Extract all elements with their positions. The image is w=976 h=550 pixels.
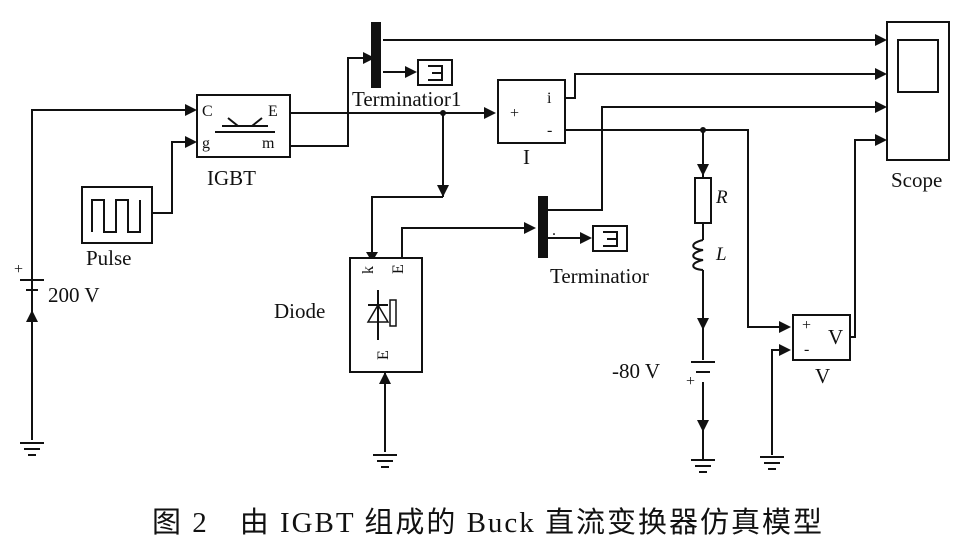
dc-source-80v[interactable]: + -80 V (612, 359, 715, 390)
source-200v-label: 200 V (48, 283, 100, 307)
dc-source-200v[interactable]: + 200 V (14, 261, 100, 307)
resistor-label: R (715, 187, 728, 208)
scope-block[interactable]: Scope (886, 21, 950, 192)
current-meter-i-port: i (547, 90, 552, 107)
bus-2-dot: . (552, 222, 556, 239)
figure-caption: 图 2 由 IGBT 组成的 Buck 直流变换器仿真模型 (152, 506, 824, 539)
igbt-port-c: C (202, 103, 213, 120)
terminator-1-label: Terminatior1 (352, 87, 461, 111)
diode-label: Diode (274, 299, 325, 323)
arrowheads (26, 34, 887, 432)
igbt-title: IGBT (207, 166, 256, 190)
inductor-label: L (715, 244, 727, 265)
inductor-l[interactable]: L (692, 239, 727, 271)
scope-label: Scope (891, 168, 942, 192)
ground-voltmeter (760, 456, 784, 470)
diode-port-k: k (360, 266, 377, 274)
wires (31, 39, 875, 460)
pulse-label: Pulse (86, 246, 132, 270)
terminator-1[interactable]: Terminatior1 (352, 59, 461, 111)
igbt-port-g: g (202, 135, 210, 152)
voltage-meter[interactable]: + - V V (792, 314, 851, 388)
ground-diode (373, 454, 397, 468)
bus-selector-1[interactable] (371, 22, 381, 88)
bus-selector-2[interactable]: . (538, 196, 556, 258)
source-plus-sign: + (14, 261, 23, 278)
voltage-meter-plus: + (802, 317, 811, 334)
diode-port-e: E (390, 264, 407, 274)
terminator-2-label: Terminatior (550, 264, 649, 288)
igbt-block[interactable]: C E g m IGBT (196, 94, 291, 190)
igbt-port-e: E (268, 103, 278, 120)
ground-rl (691, 459, 715, 473)
voltage-meter-v-port: V (828, 325, 843, 349)
terminator-2[interactable]: Terminatior (550, 225, 649, 288)
source-80v-label: -80 V (612, 359, 660, 383)
current-meter-minus: - (547, 122, 552, 139)
current-meter-label: I (523, 145, 530, 169)
diode-port-e-lower: E (375, 350, 392, 360)
ground-200v (20, 442, 44, 456)
voltage-meter-label: V (815, 364, 830, 388)
pulse-generator[interactable]: Pulse (81, 186, 153, 270)
current-meter-plus: + (510, 105, 519, 122)
voltage-meter-minus: - (804, 341, 809, 358)
diode-block[interactable]: k E E Diode (274, 257, 423, 373)
igbt-port-m: m (262, 135, 275, 152)
source-80v-plus: + (686, 373, 695, 390)
resistor-r[interactable]: R (694, 177, 728, 224)
current-meter[interactable]: + i - I (497, 79, 566, 169)
